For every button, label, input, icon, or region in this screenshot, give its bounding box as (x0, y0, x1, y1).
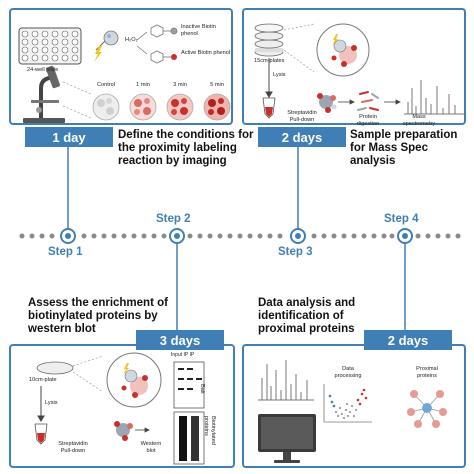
lysis-arrow (265, 58, 273, 98)
stacked-plates-icon (254, 23, 284, 57)
cell-image-control (92, 93, 120, 121)
biotinylated-label: Biotinylated proteins (203, 416, 217, 445)
step4-label: Step 4 (384, 213, 419, 225)
western-blot-membrane (173, 361, 205, 465)
lysis-label: Lysis (273, 72, 286, 78)
panel-sample-prep-graphics (254, 23, 464, 119)
step2-marker (169, 228, 185, 244)
blot-header: Input IP IP (171, 352, 195, 358)
cell-image-5min (203, 93, 231, 121)
time-label-control: Control (96, 82, 116, 88)
petri-dish-icon (36, 361, 74, 375)
step1-label: Step 1 (48, 246, 83, 258)
panel-western-blot: 10cm-plate Lysis Streptavidin Pull-down … (9, 344, 235, 468)
zoom-lines-3 (72, 355, 104, 393)
cell-zoom-circle (316, 23, 370, 77)
pulldown-label: Streptavidin Pull-down (287, 110, 317, 123)
day-badge-step2: 3 days (136, 330, 224, 350)
lysis-label-3: Lysis (45, 400, 58, 406)
step3-marker (290, 228, 306, 244)
active-label: Active Biotin phenol (181, 50, 231, 56)
lysis-arrow-3 (37, 386, 45, 422)
arrows-2 (338, 99, 401, 105)
plates-label: 15cm-plates (254, 58, 285, 64)
plate-label: 24-well plate (27, 67, 59, 73)
arrow-3 (135, 427, 150, 433)
step3-label: Step 3 (278, 246, 313, 258)
network-icon (407, 390, 447, 428)
pulldown-bead-icon (317, 93, 337, 113)
biotin-phenol-icon (136, 24, 178, 64)
panel-data-analysis-graphics (258, 360, 447, 463)
western-label: Western blot (140, 441, 162, 454)
proximal-label: Proximal proteins (416, 366, 438, 379)
step2-description: Assess the enrichment of biotinylated pr… (28, 297, 168, 335)
monitor-icon (258, 414, 316, 463)
cell-zoom-circle-3 (106, 352, 162, 408)
day-badge-step1: 1 day (25, 127, 113, 147)
well-plate-icon (18, 27, 82, 65)
enzyme-icon (94, 30, 119, 62)
tube-icon-3 (34, 423, 48, 445)
dish-label: 10cm-plate (29, 377, 57, 383)
panel-imaging-graphics (18, 24, 231, 123)
step4-description: Data analysis and identification of prox… (258, 297, 356, 335)
bait-label: Bait (199, 384, 205, 394)
panel-data-analysis: Data processing Proximal proteins (242, 344, 466, 468)
step2-label: Step 2 (156, 213, 191, 225)
pulldown-label-3: Streptavidin Pull-down (58, 441, 88, 454)
inactive-label: Inactive Biotin phenol (181, 24, 216, 37)
panel-imaging: 24-well plate H₂O₂ Inactive Biotin pheno… (9, 8, 233, 125)
day-badge-step3: 2 days (258, 127, 346, 147)
digestion-label: Protein digestion (356, 114, 380, 127)
step1-description: Define the conditions for the proximity … (118, 129, 254, 167)
mass-spectrum-icon (404, 80, 464, 115)
time-label-1min: 1 min (136, 82, 150, 88)
zoom-lines-2 (283, 23, 315, 73)
cell-image-1min (129, 93, 157, 121)
spectra-icon (258, 360, 314, 401)
h2o2-label: H₂O₂ (125, 37, 138, 43)
panel-sample-prep: 15cm-plates Lysis Streptavidin Pull-down… (242, 8, 466, 127)
pulldown-bead-icon-3 (114, 421, 133, 441)
peptide-fragments-icon (357, 91, 379, 111)
timeline-dots (19, 233, 461, 239)
zoom-lines (62, 81, 92, 119)
microscope-icon (23, 65, 65, 123)
panel-western-blot-graphics (34, 352, 205, 465)
volcano-plot-icon (323, 384, 372, 423)
processing-label: Data processing (334, 366, 362, 379)
time-label-5min: 5 min (210, 82, 224, 88)
mass-spec-label: Mass spectrometry (402, 114, 436, 127)
step1-marker (60, 228, 76, 244)
step3-description: Sample preparation for Mass Spec analysi… (350, 129, 458, 167)
tube-icon (262, 97, 276, 119)
time-label-3min: 3 min (173, 82, 187, 88)
step4-marker (397, 228, 413, 244)
day-badge-step4: 2 days (364, 330, 452, 350)
cell-image-3min (166, 93, 194, 121)
